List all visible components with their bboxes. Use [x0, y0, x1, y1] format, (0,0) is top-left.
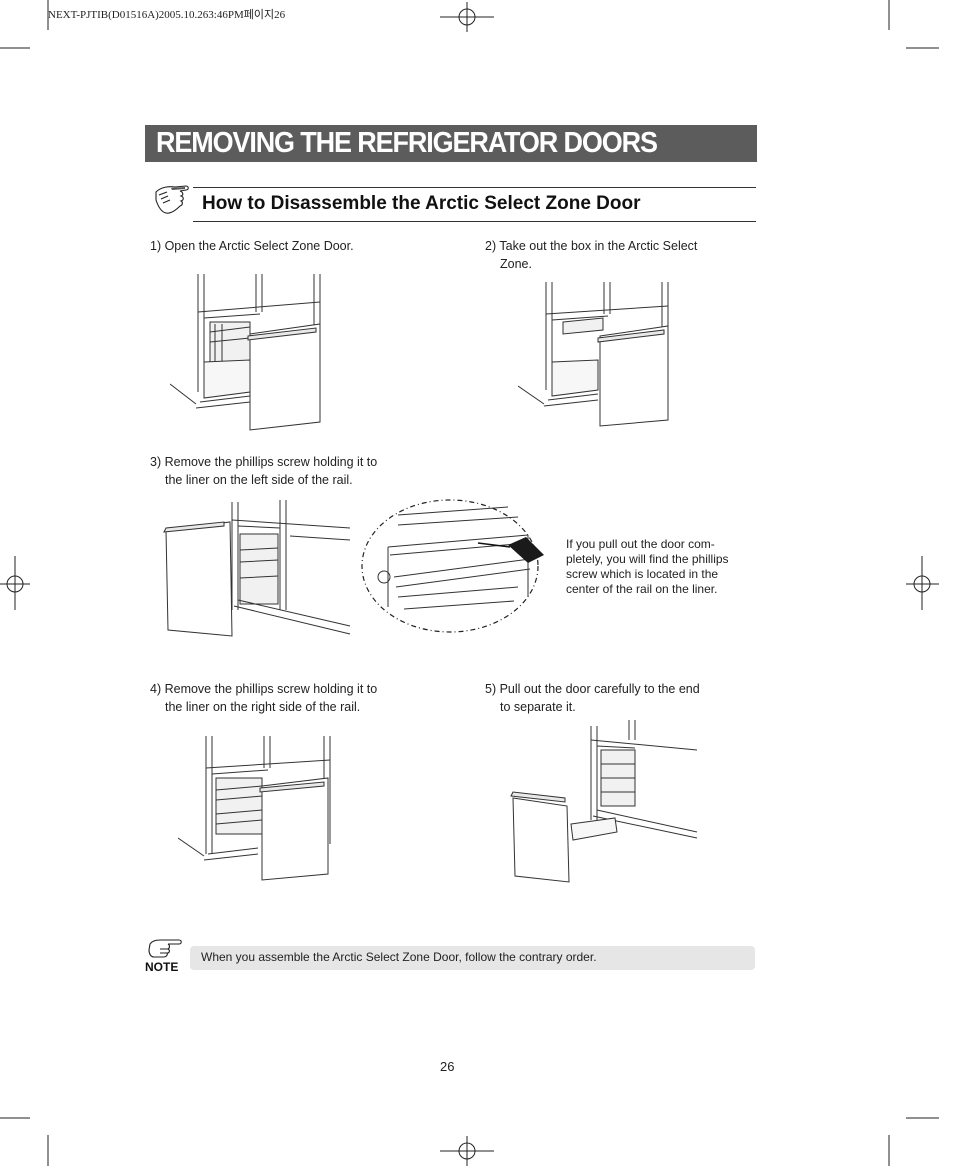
note-box [190, 946, 755, 970]
illustration-step-3 [163, 500, 351, 637]
illustration-step-4 [178, 736, 331, 881]
page-number: 26 [440, 1059, 455, 1074]
illustration-step-5 [510, 720, 698, 883]
step-3: 3) Remove the phillips screw holding it … [150, 453, 377, 489]
illustration-step-2 [518, 282, 669, 427]
illustration-step-3-detail [361, 499, 544, 633]
section-rule-bottom [193, 221, 756, 222]
step-3-text-2: the liner on the left side of the rail. [165, 473, 353, 487]
step-2-text-2: Zone. [500, 257, 532, 271]
pointing-hand-icon [155, 185, 189, 214]
step-2: 2) Take out the box in the Arctic Select… [485, 237, 697, 273]
step-3-text-1: 3) Remove the phillips screw holding it … [150, 455, 378, 469]
section-title: How to Disassemble the Arctic Select Zon… [202, 193, 641, 214]
page-title: REMOVING THE REFRIGERATOR DOORS [156, 127, 658, 159]
registration-mark-top [440, 2, 494, 32]
step-4-text-1: 4) Remove the phillips screw holding it … [150, 682, 378, 696]
registration-mark-left [0, 556, 30, 610]
step-4-text-2: the liner on the right side of the rail. [165, 700, 361, 714]
step-1: 1) Open the Arctic Select Zone Door. [150, 237, 354, 255]
section-rule-top [193, 187, 756, 188]
step-5: 5) Pull out the door carefully to the en… [485, 680, 700, 716]
step-2-text-1: 2) Take out the box in the Arctic Select [485, 239, 698, 253]
step-4: 4) Remove the phillips screw holding it … [150, 680, 377, 716]
registration-mark-bottom [440, 1136, 494, 1166]
note-text: When you assemble the Arctic Select Zone… [201, 950, 597, 964]
callout-text: If you pull out the door com-pletely, yo… [566, 537, 729, 596]
print-header: NEXT-PJTIB(D01516A)2005.10.263:46PM페이지26 [48, 9, 286, 21]
title-banner [145, 125, 757, 162]
step-5-text-1: 5) Pull out the door carefully to the en… [485, 682, 700, 696]
step-1-text: 1) Open the Arctic Select Zone Door. [150, 239, 354, 253]
note-label: NOTE [145, 960, 179, 974]
note-hand-icon [148, 939, 182, 958]
registration-mark-right [906, 556, 939, 610]
illustration-step-1 [170, 274, 321, 431]
step-5-text-2: to separate it. [500, 700, 576, 714]
